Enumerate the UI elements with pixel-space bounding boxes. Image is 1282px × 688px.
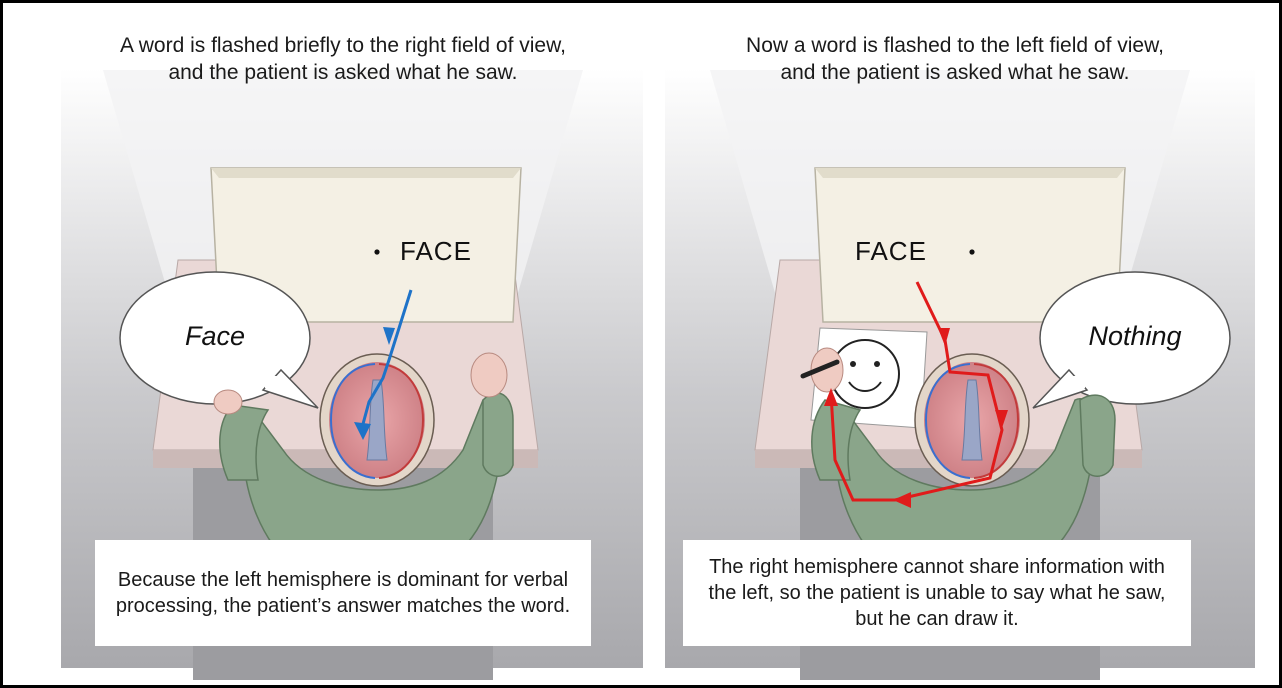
spoken-response: Face	[145, 321, 285, 352]
spoken-response: Nothing	[1065, 321, 1205, 352]
bottom-caption-box: Because the left hemisphere is dominant …	[95, 540, 591, 646]
flashed-word: FACE	[855, 236, 927, 267]
top-caption: Now a word is flashed to the left field …	[730, 32, 1180, 86]
patient-left-hand	[214, 390, 242, 414]
top-caption: A word is flashed briefly to the right f…	[118, 32, 568, 86]
patient-right-arm	[1080, 395, 1115, 476]
panel-left-visual-field: Now a word is flashed to the left field …	[655, 10, 1255, 682]
bottom-caption: The right hemisphere cannot share inform…	[697, 554, 1177, 632]
fixation-point	[374, 249, 379, 254]
panel-right-visual-field: A word is flashed briefly to the right f…	[43, 10, 643, 682]
bottom-caption-box: The right hemisphere cannot share inform…	[683, 540, 1191, 646]
fixation-point	[969, 249, 974, 254]
display-screen-top	[815, 168, 1125, 178]
bottom-caption: Because the left hemisphere is dominant …	[109, 567, 577, 619]
patient-right-arm	[483, 393, 513, 476]
flashed-word: FACE	[400, 236, 472, 267]
display-screen-top	[211, 168, 521, 178]
patient-right-hand	[471, 353, 507, 397]
